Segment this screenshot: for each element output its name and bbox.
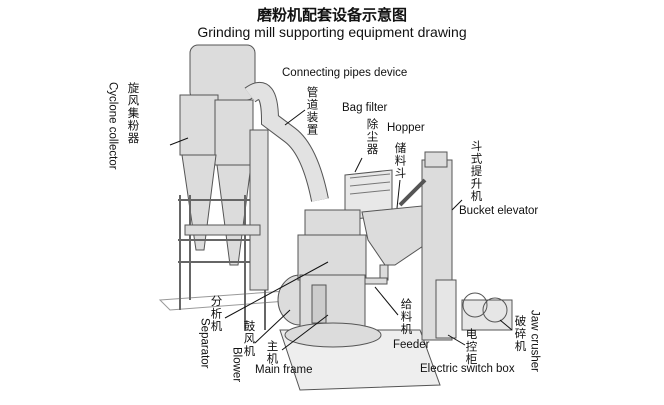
label-blower-en: Blower xyxy=(230,347,243,383)
label-cyclone-en: Cyclone collector xyxy=(106,82,119,170)
label-feeder-en: Feeder xyxy=(393,339,430,351)
label-connecting-pipes-en: Connecting pipes device xyxy=(282,67,408,79)
label-switch-box-en: Electric switch box xyxy=(420,363,515,375)
cyclone-cone-left xyxy=(181,154,217,251)
mill-base xyxy=(284,322,382,348)
cyclone-body-left xyxy=(179,94,219,156)
label-separator-zh: 分析机 xyxy=(209,295,224,333)
horizontal-pipe xyxy=(184,224,261,236)
electric-switch-box xyxy=(435,279,457,339)
crusher-flywheel-2 xyxy=(482,297,508,323)
crusher-flywheel-1 xyxy=(462,292,488,318)
label-blower-zh: 鼓风机 xyxy=(242,320,257,358)
label-separator-en: Separator xyxy=(198,318,211,369)
leader-arrows xyxy=(169,109,513,351)
label-jaw-crusher-en: Jaw crusher xyxy=(528,310,541,372)
cyclone-body-right xyxy=(214,99,254,166)
label-bag-filter-zh: 除尘器 xyxy=(365,118,380,156)
feeder xyxy=(364,277,388,285)
mill-door xyxy=(311,284,327,324)
label-jaw-crusher-zh: 破碎机 xyxy=(513,315,528,353)
label-connecting-pipes-zh: 管道装置 xyxy=(305,86,320,136)
label-feeder-zh: 给料机 xyxy=(399,298,414,336)
label-main-frame-en: Main frame xyxy=(255,364,313,376)
label-hopper-zh: 储料斗 xyxy=(393,142,408,180)
mill-body xyxy=(299,274,366,331)
label-bucket-elevator-en: Bucket elevator xyxy=(459,205,539,217)
diagram-title-zh: 磨粉机配套设备示意图 xyxy=(256,6,407,24)
return-pipe xyxy=(249,129,269,291)
label-bag-filter-en: Bag filter xyxy=(342,102,388,114)
label-hopper-en: Hopper xyxy=(387,122,425,134)
label-cyclone-zh: 旋风集粉器 xyxy=(126,82,141,145)
label-main-frame-zh: 主机 xyxy=(265,340,280,365)
diagram-title-en: Grinding mill supporting equipment drawi… xyxy=(197,24,467,40)
label-switch-box-zh: 电控柜 xyxy=(464,328,479,366)
label-bucket-elevator-zh: 斗式提升机 xyxy=(469,140,484,203)
cyclone-top-box xyxy=(189,44,256,101)
